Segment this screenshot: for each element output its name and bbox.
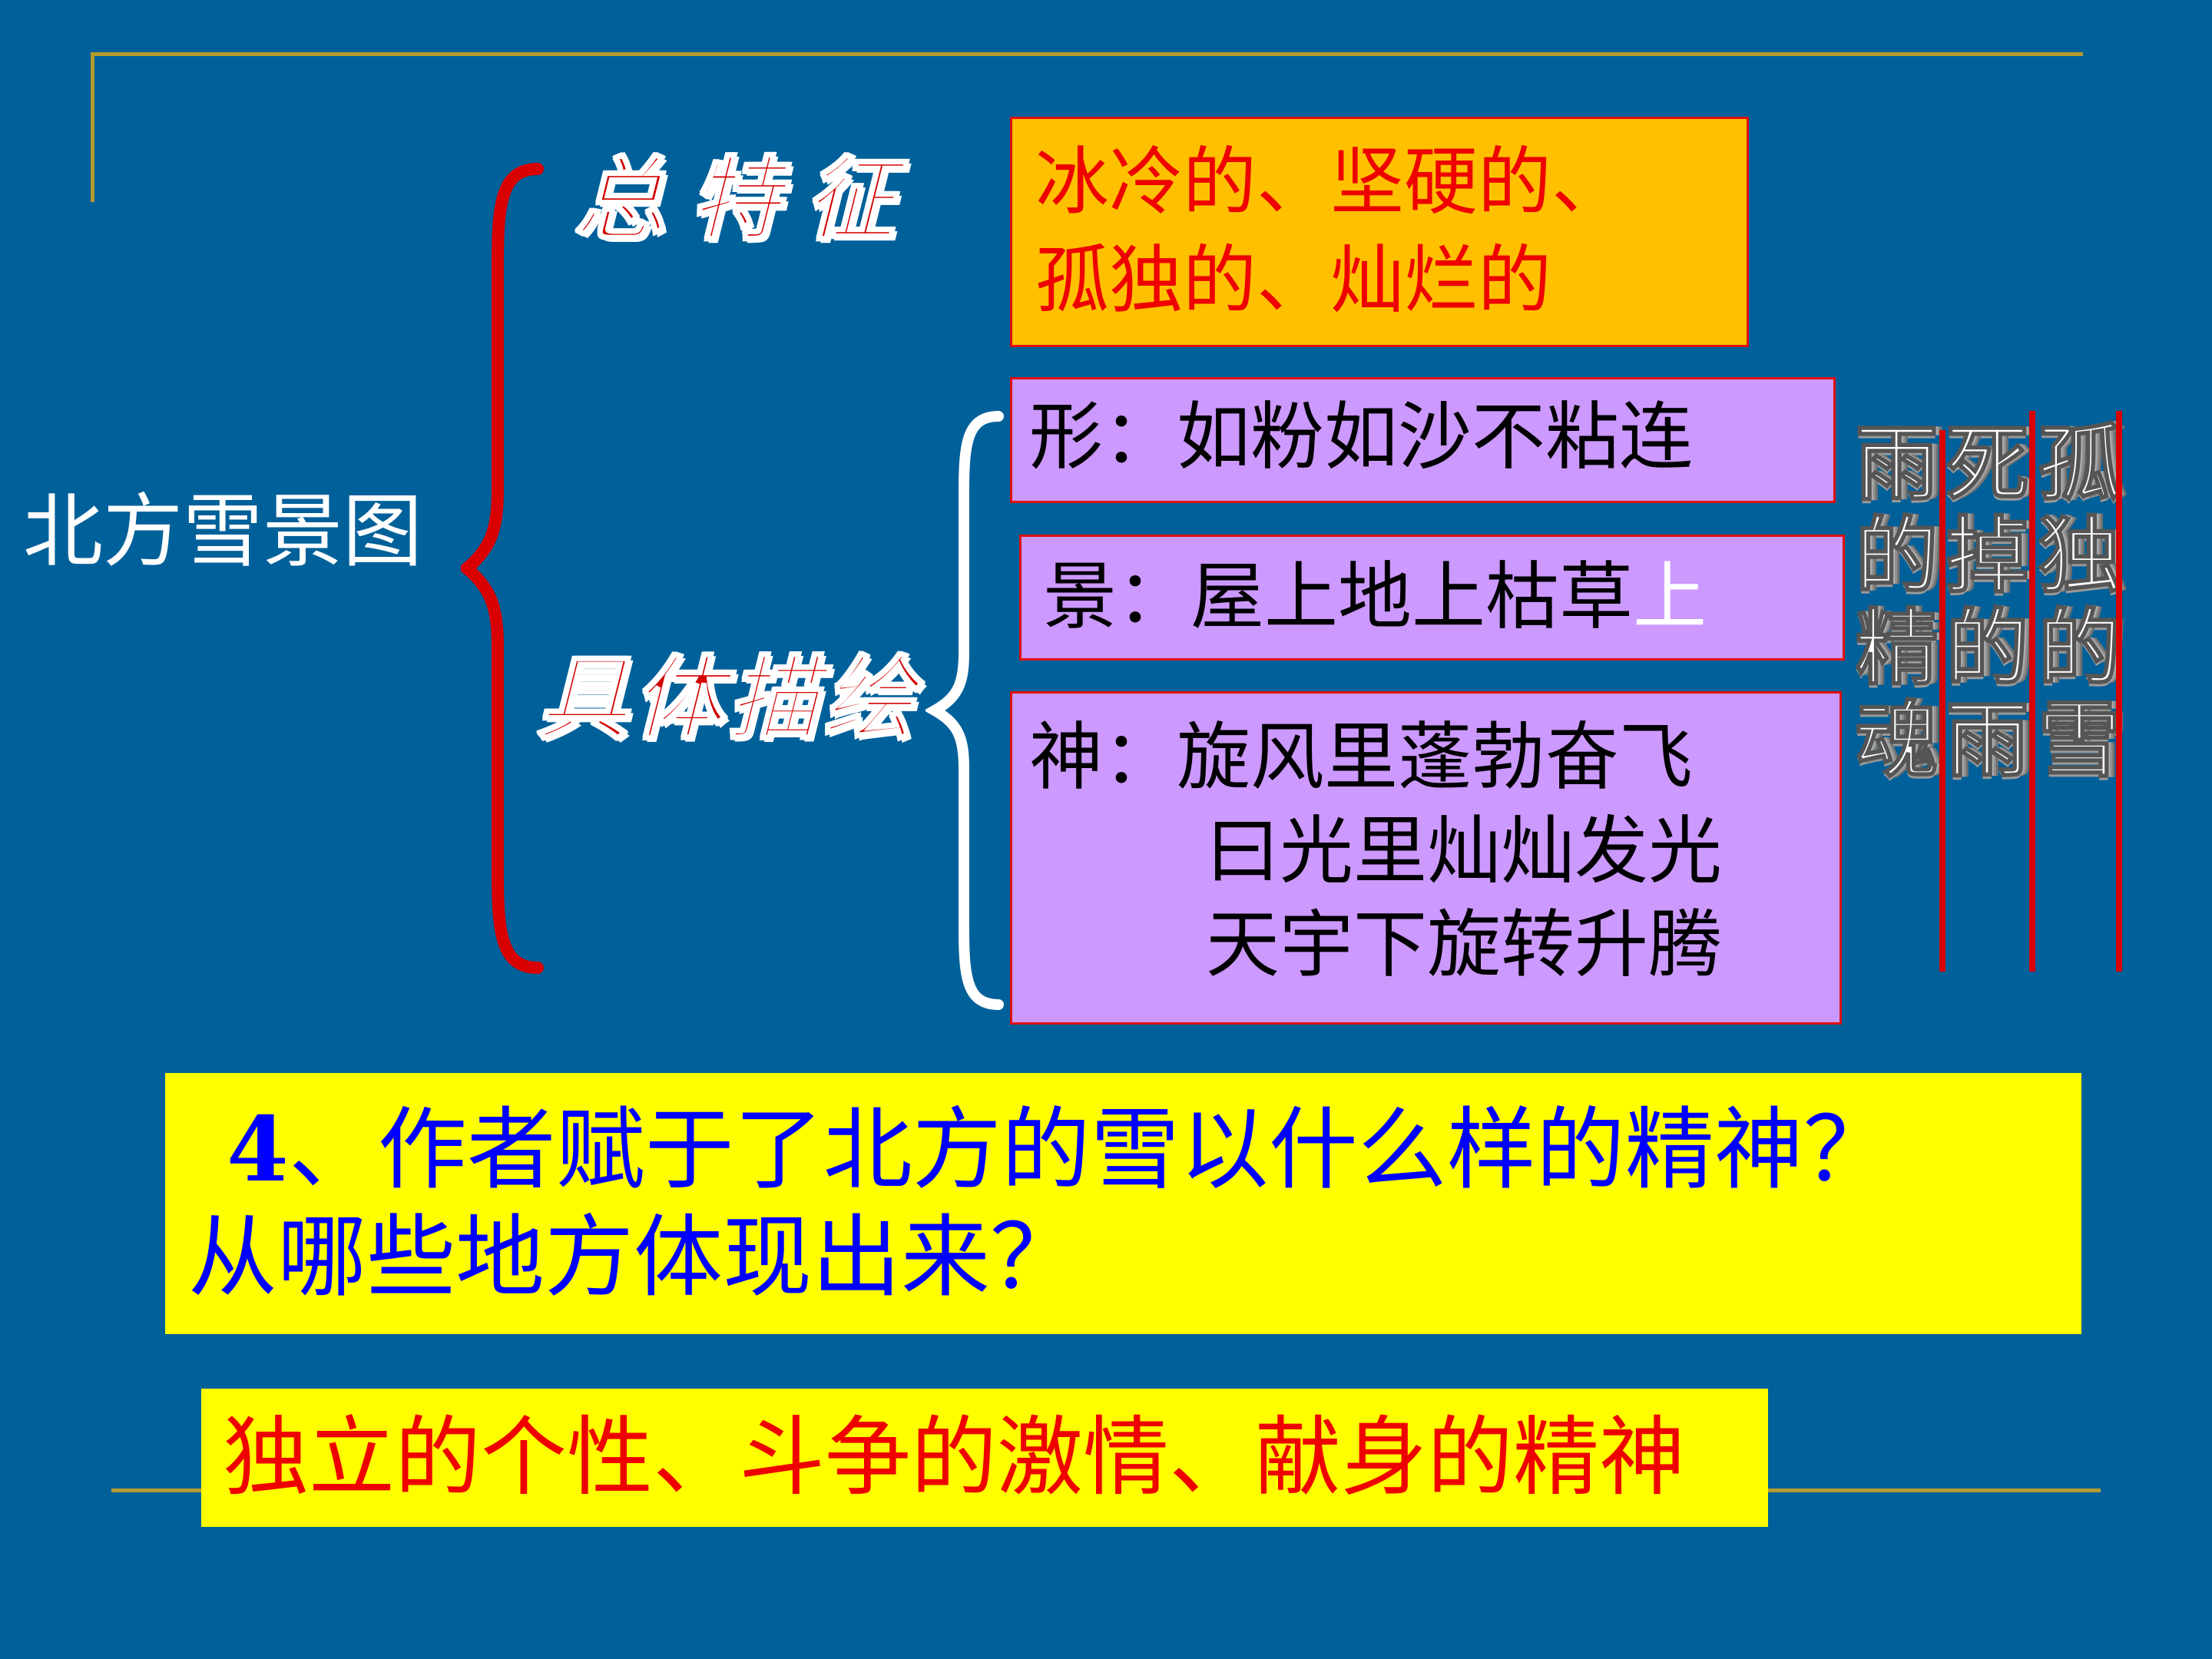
detail-brace — [926, 411, 1004, 1010]
vertical-column-rain-soul: 雨 的 精 魂 — [1853, 416, 1941, 789]
scene-tail-char: 上 — [1633, 554, 1707, 640]
column-divider — [2029, 411, 2035, 972]
answer-box: 独立的个性、斗争的激情、献身的精神 — [201, 1389, 1768, 1527]
top-frame-line — [91, 52, 2083, 56]
column-divider — [1939, 430, 1945, 972]
slide-title: 北方雪景图 — [23, 485, 423, 578]
general-features-line-1: 冰冷的、坚硬的、 — [1035, 139, 1625, 225]
spirit-line-3: 天宇下旋转升腾 — [1206, 902, 1722, 988]
column-char: 的 — [1945, 601, 2029, 697]
left-frame-line — [91, 52, 94, 202]
column-char: 魂 — [1854, 693, 1939, 789]
column-char: 孤 — [2037, 416, 2121, 512]
question-text-1: 、作者赋于了北方的雪以什么样的精神？ — [288, 1098, 1892, 1202]
vertical-column-dead-rain: 死 掉 的 雨 — [1943, 416, 2032, 789]
spirit-line-1: 神：旋风里蓬勃奋飞 — [1029, 714, 1693, 800]
question-box: 4、作者赋于了北方的雪以什么样的精神？ 从哪些地方体现出来？ — [165, 1073, 2081, 1334]
spirit-line-2: 曰光里灿灿发光 — [1206, 808, 1722, 894]
general-features-box: 冰冷的、坚硬的、 孤独的、灿烂的 — [1010, 117, 1749, 347]
column-char: 雪 — [2037, 693, 2121, 789]
question-line-2: 从哪些地方体现出来？ — [188, 1206, 1079, 1310]
general-features-label: 总特征 — [573, 146, 921, 254]
question-line-1: 4、作者赋于了北方的雪以什么样的精神？ — [188, 1096, 2081, 1204]
vertical-column-lonely-snow: 孤 独 的 雪 — [2035, 416, 2124, 789]
main-brace — [461, 163, 544, 974]
column-char: 掉 — [1945, 508, 2029, 604]
column-char: 死 — [1945, 416, 2029, 512]
scene-text: 景：屋上地上枯草 — [1043, 554, 1633, 640]
scene-box: 景：屋上地上枯草上 — [1019, 535, 1845, 661]
column-char: 精 — [1854, 601, 1939, 697]
detailed-description-label: 具体描绘 — [536, 645, 919, 753]
column-char: 独 — [2037, 508, 2121, 604]
general-features-line-2: 孤独的、灿烂的 — [1035, 237, 1551, 323]
column-char: 的 — [2037, 601, 2121, 697]
shape-box: 形：如粉如沙不粘连 — [1010, 377, 1836, 503]
column-char: 雨 — [1945, 693, 2029, 789]
column-divider — [2116, 411, 2122, 972]
column-char: 的 — [1854, 508, 1939, 604]
question-number: 4 — [227, 1098, 289, 1202]
column-char: 雨 — [1854, 416, 1939, 512]
spirit-box: 神：旋风里蓬勃奋飞 曰光里灿灿发光 天宇下旋转升腾 — [1010, 691, 1842, 1025]
